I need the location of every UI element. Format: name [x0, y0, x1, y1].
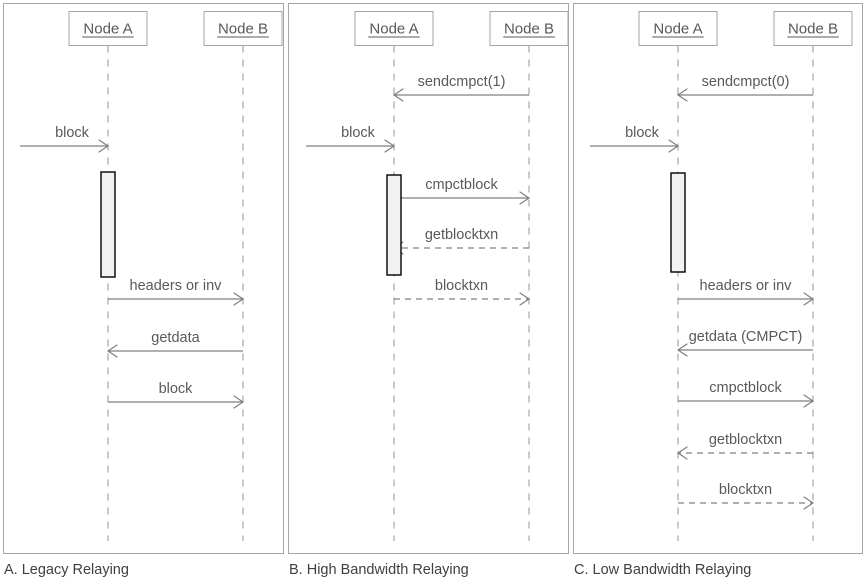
- message-2-arrowhead: [676, 343, 688, 357]
- message-3-arrowhead: [803, 394, 815, 408]
- message-3-arrowhead: [519, 292, 531, 306]
- message-0-label: headers or inv: [130, 278, 223, 294]
- participant-label: Node A: [653, 21, 702, 38]
- message-5-label: blocktxn: [719, 482, 772, 498]
- message-2-label: getdata (CMPCT): [689, 329, 803, 345]
- participant-label: Node B: [788, 21, 838, 38]
- panel-caption: A. Legacy Relaying: [4, 562, 129, 578]
- message-0-label: sendcmpct(0): [702, 74, 790, 90]
- participant-box[interactable]: [68, 11, 148, 46]
- message-1-arrowhead: [519, 191, 531, 205]
- external-message-0-arrowhead: [98, 139, 110, 153]
- message-2-label: block: [159, 381, 194, 397]
- activation-bar: [100, 171, 116, 278]
- message-1-label: getdata: [151, 330, 200, 346]
- external-message-0-label: block: [55, 125, 90, 141]
- message-1-label: cmpctblock: [425, 177, 498, 193]
- participant-box[interactable]: [773, 11, 853, 46]
- message-2-label: getblocktxn: [425, 227, 498, 243]
- external-message-0-label: block: [625, 125, 660, 141]
- message-5-arrowhead: [803, 496, 815, 510]
- external-message-0-arrowhead: [668, 139, 680, 153]
- message-4-arrowhead: [676, 446, 688, 460]
- activation-bar: [670, 172, 686, 273]
- panel-c: Node A Node B block sendcmpct(0) headers or …: [573, 3, 863, 554]
- panel-frame: [3, 3, 284, 554]
- participant-box[interactable]: [203, 11, 283, 46]
- participant-box[interactable]: [638, 11, 718, 46]
- message-3-label: cmpctblock: [709, 380, 782, 396]
- message-1-arrowhead: [803, 292, 815, 306]
- message-3-label: blocktxn: [435, 278, 488, 294]
- panel-caption: B. High Bandwidth Relaying: [289, 562, 469, 578]
- panel-caption: C. Low Bandwidth Relaying: [574, 562, 751, 578]
- message-0-arrowhead: [676, 88, 688, 102]
- participant-label: Node A: [369, 21, 418, 38]
- external-message-0-label: block: [341, 125, 376, 141]
- message-4-label: getblocktxn: [709, 432, 782, 448]
- message-0-arrowhead: [392, 88, 404, 102]
- participant-label: Node A: [83, 21, 132, 38]
- activation-bar: [386, 174, 402, 276]
- panel-a: Node A Node B block headers or inv getdata bl…: [3, 3, 284, 554]
- message-1-label: headers or inv: [700, 278, 793, 294]
- message-1-arrowhead: [106, 344, 118, 358]
- participant-label: Node B: [218, 21, 268, 38]
- panel-b: Node A Node B block sendcmpct(1) cmpctblock g…: [288, 3, 569, 554]
- participant-box[interactable]: [489, 11, 569, 46]
- participant-box[interactable]: [354, 11, 434, 46]
- message-0-arrowhead: [233, 292, 245, 306]
- message-2-arrowhead: [233, 395, 245, 409]
- participant-label: Node B: [504, 21, 554, 38]
- message-0-label: sendcmpct(1): [418, 74, 506, 90]
- external-message-0-arrowhead: [384, 139, 396, 153]
